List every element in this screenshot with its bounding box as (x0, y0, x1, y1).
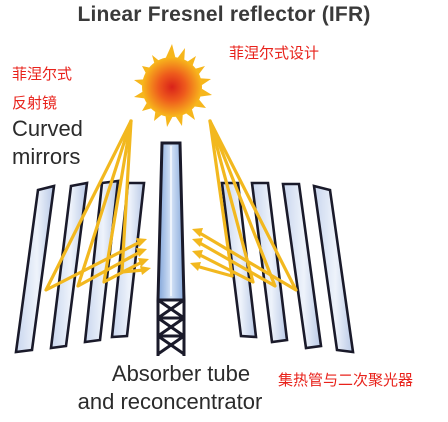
absorber-cn-label: 集热管与二次聚光器 (278, 371, 414, 389)
mirror-left-1 (14, 184, 56, 354)
curved-mirrors-line2: mirrors (12, 144, 81, 169)
fresnel-mirror-cn-line1: 菲涅尔式 (12, 65, 73, 83)
fresnel-design-cn-label: 菲涅尔式设计 (229, 44, 320, 62)
ray-arrowheads (136, 228, 203, 275)
curved-mirrors-label: Curved mirrors (12, 115, 83, 171)
absorber-line2: and reconcentrator (77, 389, 263, 414)
fresnel-mirror-cn-label: 菲涅尔式 反射镜 (12, 64, 72, 113)
absorber-label: Absorber tube and reconcentrator (0, 360, 340, 416)
diagram-title: Linear Fresnel reflector (IFR) (77, 3, 371, 26)
absorber-line1: Absorber tube (111, 361, 251, 386)
absorber-tower (156, 141, 186, 356)
fresnel-mirror-cn-line2: 反射镜 (12, 94, 58, 112)
mirror-right-4 (312, 184, 355, 354)
mirror-right-1 (220, 181, 258, 339)
curved-mirrors-line1: Curved (12, 116, 83, 141)
mirror-left-2 (49, 181, 89, 350)
sun-rays (44, 119, 298, 292)
mirror-right-3 (281, 182, 323, 350)
sun-icon (134, 44, 212, 127)
